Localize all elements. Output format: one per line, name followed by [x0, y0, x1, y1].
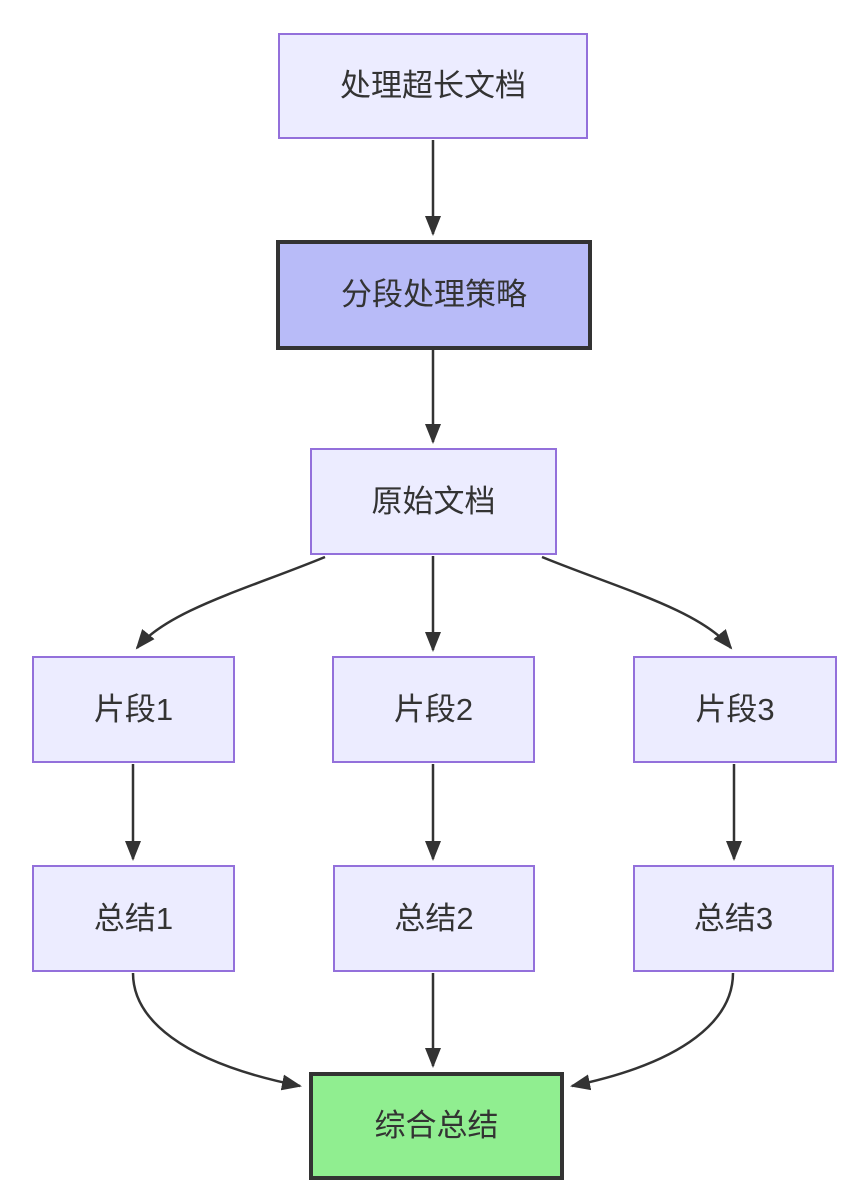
- node-summary-3: 总结3: [633, 865, 834, 972]
- node-summary-2: 总结2: [333, 865, 535, 972]
- node-label: 分段处理策略: [341, 277, 527, 313]
- node-label: 片段2: [393, 691, 474, 727]
- node-label: 处理超长文档: [340, 68, 526, 104]
- node-label: 总结1: [93, 900, 174, 936]
- node-final-summary: 综合总结: [309, 1072, 564, 1180]
- node-label: 原始文档: [371, 483, 496, 519]
- edge-summary3-to-final: [570, 972, 735, 1091]
- node-label: 总结3: [693, 900, 774, 936]
- node-fragment-3: 片段3: [633, 656, 837, 763]
- node-label: 总结2: [394, 900, 474, 936]
- node-label: 片段3: [695, 691, 775, 727]
- node-fragment-1: 片段1: [32, 656, 235, 763]
- edge-original-to-fragment1: [135, 555, 326, 650]
- node-fragment-2: 片段2: [332, 656, 535, 763]
- node-label: 片段1: [93, 691, 174, 727]
- edge-summary1-to-final: [131, 972, 302, 1091]
- node-original-doc: 原始文档: [310, 448, 557, 555]
- node-segment-strategy: 分段处理策略: [276, 240, 592, 350]
- node-process-long-doc: 处理超长文档: [278, 33, 588, 139]
- edge-original-to-fragment3: [541, 555, 733, 650]
- node-label: 综合总结: [374, 1108, 499, 1144]
- node-summary-1: 总结1: [32, 865, 235, 972]
